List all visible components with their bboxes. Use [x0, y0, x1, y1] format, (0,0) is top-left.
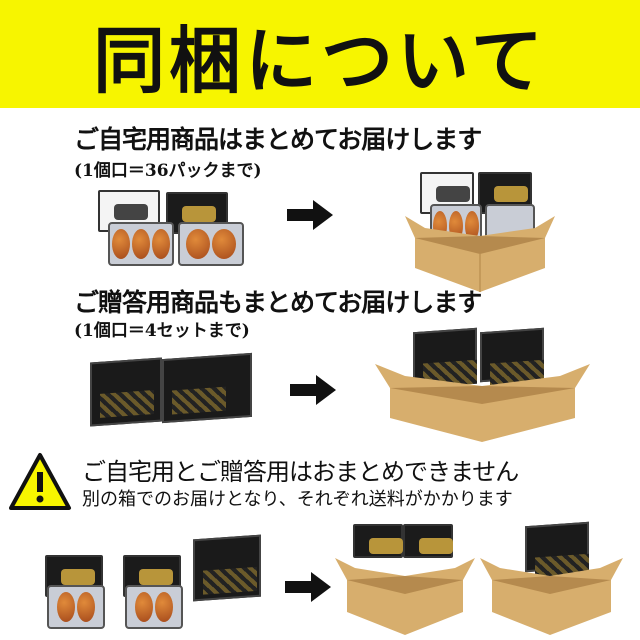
packed-box-image — [405, 172, 555, 292]
section1-heading: ご自宅用商品はまとめてお届けします — [74, 125, 482, 154]
mixed-products-image — [45, 525, 265, 629]
warning-icon — [9, 453, 71, 510]
section2-heading: ご贈答用商品もまとめてお届けします — [74, 288, 482, 317]
gift-products-image — [90, 350, 265, 430]
home-products-image — [98, 190, 268, 270]
section1-subtext: (1個口＝36パックまで) — [74, 161, 262, 181]
packed-gift-box-image — [375, 327, 590, 442]
warning-line2: 別の箱でのお届けとなり、それぞれ送料がかかります — [82, 489, 513, 510]
title-banner: 同梱について — [0, 0, 640, 108]
page-title: 同梱について — [93, 18, 547, 103]
separate-boxes-image — [335, 520, 625, 635]
arrow-right-icon — [287, 200, 333, 230]
warning-line1: ご自宅用とご贈答用はおまとめできません — [82, 458, 519, 486]
arrow-right-icon — [285, 572, 331, 602]
section2-subtext: (1個口＝4セットまで) — [74, 321, 250, 341]
arrow-right-icon — [290, 375, 336, 405]
